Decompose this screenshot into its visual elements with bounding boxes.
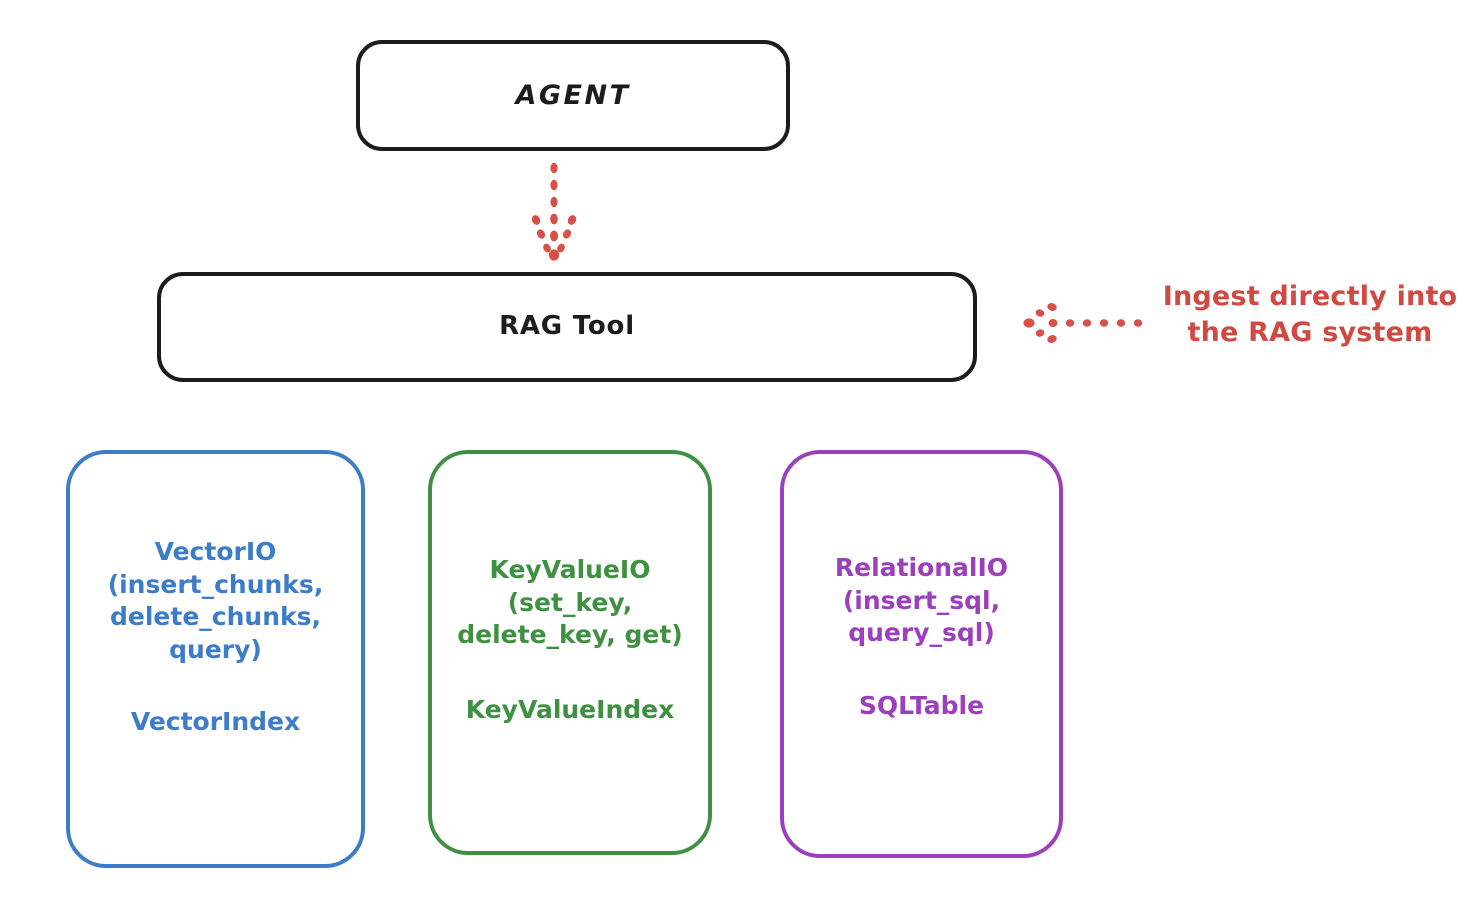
node-relational-io[interactable]: RelationalIO (insert_sql, query_sql) SQL… (780, 450, 1063, 858)
node-rag-tool-label: RAG Tool (499, 311, 635, 342)
node-rag-tool[interactable]: RAG Tool (157, 272, 977, 382)
edge-ingest-into-rag-arrow (1023, 303, 1143, 343)
node-agent-label: AGENT (515, 79, 631, 111)
node-key-value-io-api-label: KeyValueIO (set_key, delete_key, get) (457, 555, 683, 649)
node-relational-io-content: RelationalIO (insert_sql, query_sql) SQL… (784, 552, 1059, 721)
node-relational-io-api-label: RelationalIO (insert_sql, query_sql) (834, 553, 1009, 647)
node-key-value-io-content: KeyValueIO (set_key, delete_key, get) Ke… (432, 554, 708, 725)
edge-agent-to-rag-tool-arrow (531, 162, 577, 261)
node-vector-io-content: VectorIO (insert_chunks, delete_chunks, … (70, 536, 361, 737)
node-key-value-io-index-label: KeyValueIndex (465, 694, 675, 724)
annotation-ingest-note: Ingest directly into the RAG system (1162, 281, 1458, 348)
node-vector-io[interactable]: VectorIO (insert_chunks, delete_chunks, … (66, 450, 365, 868)
node-agent[interactable]: AGENT (356, 40, 790, 151)
node-relational-io-index-label: SQLTable (858, 690, 985, 720)
node-vector-io-api-label: VectorIO (insert_chunks, delete_chunks, … (107, 537, 324, 664)
node-key-value-io[interactable]: KeyValueIO (set_key, delete_key, get) Ke… (428, 450, 712, 855)
node-vector-io-index-label: VectorIndex (130, 707, 301, 736)
